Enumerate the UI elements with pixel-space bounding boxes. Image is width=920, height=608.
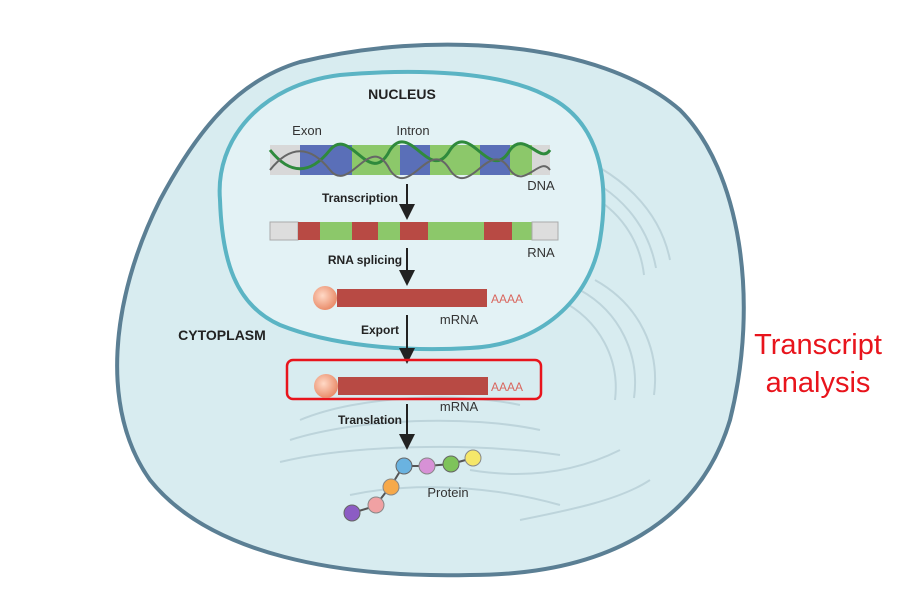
mrna-label-1: mRNA bbox=[440, 312, 479, 327]
dna-strand bbox=[268, 140, 552, 179]
rna-label: RNA bbox=[527, 245, 555, 260]
poly-a-tail-2: AAAA bbox=[491, 380, 523, 394]
translation-label: Translation bbox=[338, 413, 402, 427]
nucleus bbox=[217, 69, 606, 352]
note-line-1: Transcript bbox=[754, 329, 882, 361]
rna-strand bbox=[269, 221, 559, 241]
intron-label: Intron bbox=[396, 123, 429, 138]
export-label: Export bbox=[361, 323, 399, 337]
protein-label: Protein bbox=[427, 485, 468, 500]
dna-label: DNA bbox=[527, 178, 555, 193]
note-line-2: analysis bbox=[765, 367, 871, 399]
transcription-label: Transcription bbox=[322, 191, 398, 205]
poly-a-tail-1: AAAA bbox=[491, 292, 523, 306]
mrna-cytoplasmic bbox=[314, 374, 488, 398]
transcript-highlight-box bbox=[285, 358, 543, 401]
exon-label: Exon bbox=[292, 123, 322, 138]
mrna-label-2: mRNA bbox=[440, 399, 479, 414]
rna-splicing-label: RNA splicing bbox=[328, 253, 402, 267]
cytoplasm-label: CYTOPLASM bbox=[178, 327, 266, 343]
protein-chain bbox=[343, 449, 482, 522]
mrna-nuclear bbox=[313, 286, 487, 310]
endoplasmic-reticulum bbox=[279, 149, 671, 521]
nucleus-label: NUCLEUS bbox=[368, 86, 436, 102]
transcript-analysis-note: Transcript analysis bbox=[728, 326, 908, 402]
